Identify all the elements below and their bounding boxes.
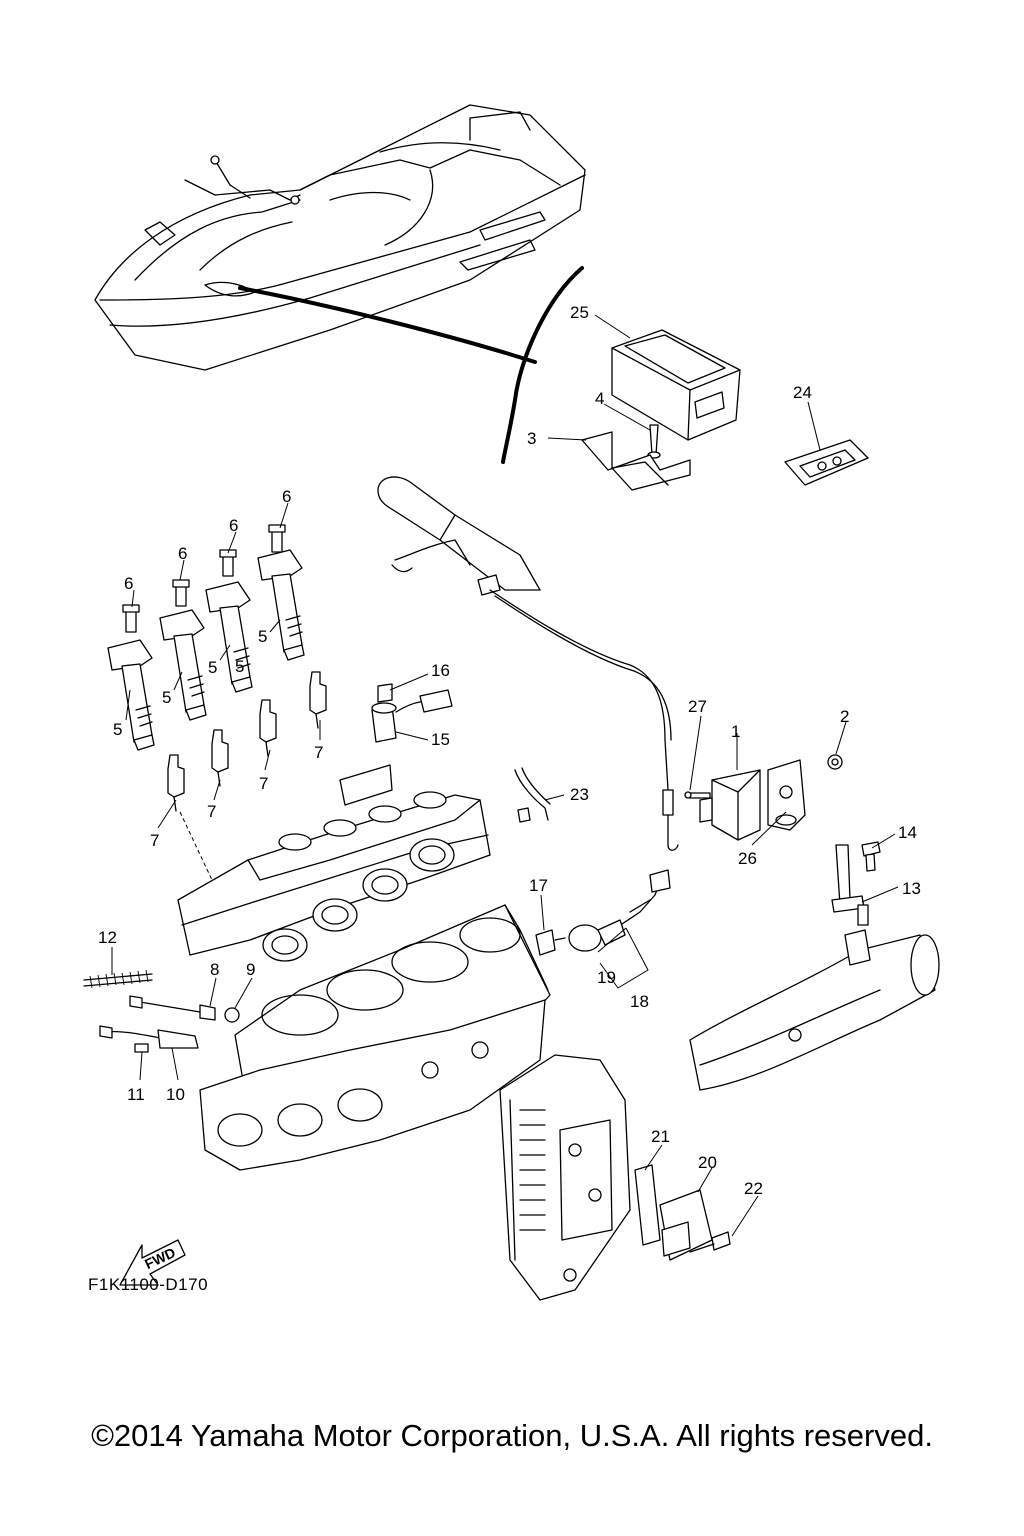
callout-5a: 5 — [113, 720, 122, 739]
callout-13: 13 — [902, 879, 921, 898]
ecu-location-leader — [238, 286, 537, 364]
callout-17: 17 — [529, 876, 548, 895]
crankcase — [199, 999, 546, 1171]
callout-23: 23 — [570, 785, 589, 804]
cam-sensor — [371, 683, 453, 743]
callout-11: 11 — [127, 1085, 145, 1104]
callout-18: 18 — [630, 992, 649, 1011]
callout-1: 1 — [731, 722, 740, 741]
throttle-position-sensor — [699, 769, 761, 841]
electrical-box — [499, 1054, 631, 1301]
callout-25: 25 — [570, 303, 589, 322]
callout-7c: 7 — [259, 774, 268, 793]
temperature-sensor — [535, 929, 566, 956]
plug-install-line — [179, 811, 213, 881]
callout-2: 2 — [840, 707, 849, 726]
handlebar-grip — [377, 476, 541, 596]
callout-8: 8 — [210, 960, 219, 979]
ecu-unit — [611, 329, 741, 441]
box-bolt — [689, 1231, 731, 1253]
harness-clip — [514, 767, 551, 823]
callout-numbers: 1 2 3 4 5 5 5 5 5 6 6 6 6 7 7 7 7 8 9 10… — [98, 303, 921, 1198]
callout-3: 3 — [527, 429, 536, 448]
bracket-18-19 — [597, 927, 649, 989]
exhaust-manifold — [689, 929, 940, 1091]
exhaust-bolt — [861, 841, 881, 872]
callout-5d: 5 — [235, 657, 244, 676]
oil-pressure-sender — [129, 995, 240, 1023]
coil-bolts — [122, 524, 286, 633]
callout-20: 20 — [698, 1153, 717, 1172]
callout-21: 21 — [651, 1127, 670, 1146]
ecu-bracket — [581, 431, 691, 491]
rectifier-regulator — [659, 1189, 713, 1261]
callout-6a: 6 — [124, 574, 133, 593]
callout-7d: 7 — [314, 743, 323, 762]
collar — [775, 814, 797, 826]
copyright-notice: ©2014 Yamaha Motor Corporation, U.S.A. A… — [91, 1418, 933, 1453]
callout-5c: 5 — [208, 658, 217, 677]
callout-7b: 7 — [207, 802, 216, 821]
sensor-cap-and-lead — [568, 869, 671, 952]
callout-7a: 7 — [150, 831, 159, 850]
callout-12: 12 — [98, 928, 117, 947]
callout-6b: 6 — [178, 544, 187, 563]
diagram-ref-code: F1K1100-D170 — [88, 1275, 208, 1294]
callout-5e: 5 — [258, 627, 267, 646]
watercraft-illustration — [94, 104, 586, 371]
callout-leaders — [111, 314, 899, 1237]
exhaust-sensor — [831, 844, 869, 926]
spring-part — [83, 969, 153, 989]
callout-14: 14 — [898, 823, 917, 842]
remote-key — [784, 439, 869, 486]
callout-9: 9 — [246, 960, 255, 979]
callout-27: 27 — [688, 697, 707, 716]
sensor-lever — [767, 759, 806, 831]
callout-15: 15 — [431, 730, 450, 749]
screw — [684, 791, 711, 799]
callout-6d: 6 — [282, 487, 291, 506]
ecu-group-bracket — [501, 266, 584, 464]
callout-22: 22 — [744, 1179, 763, 1198]
callout-16: 16 — [431, 661, 450, 680]
callout-6c: 6 — [229, 516, 238, 535]
callout-19: 19 — [597, 968, 616, 987]
callout-10: 10 — [166, 1085, 185, 1104]
callout-5b: 5 — [162, 688, 171, 707]
throttle-cable — [489, 589, 679, 851]
callout-4: 4 — [595, 389, 604, 408]
speed-sensor — [99, 1025, 199, 1053]
nut — [827, 754, 843, 770]
grommet-pin — [647, 424, 661, 459]
spark-plugs — [167, 671, 327, 812]
gasket-seal — [634, 1164, 661, 1246]
callout-24: 24 — [793, 383, 812, 402]
ignition-coils — [107, 549, 305, 751]
cylinder-head-ports — [262, 838, 455, 962]
callout-26: 26 — [738, 849, 757, 868]
